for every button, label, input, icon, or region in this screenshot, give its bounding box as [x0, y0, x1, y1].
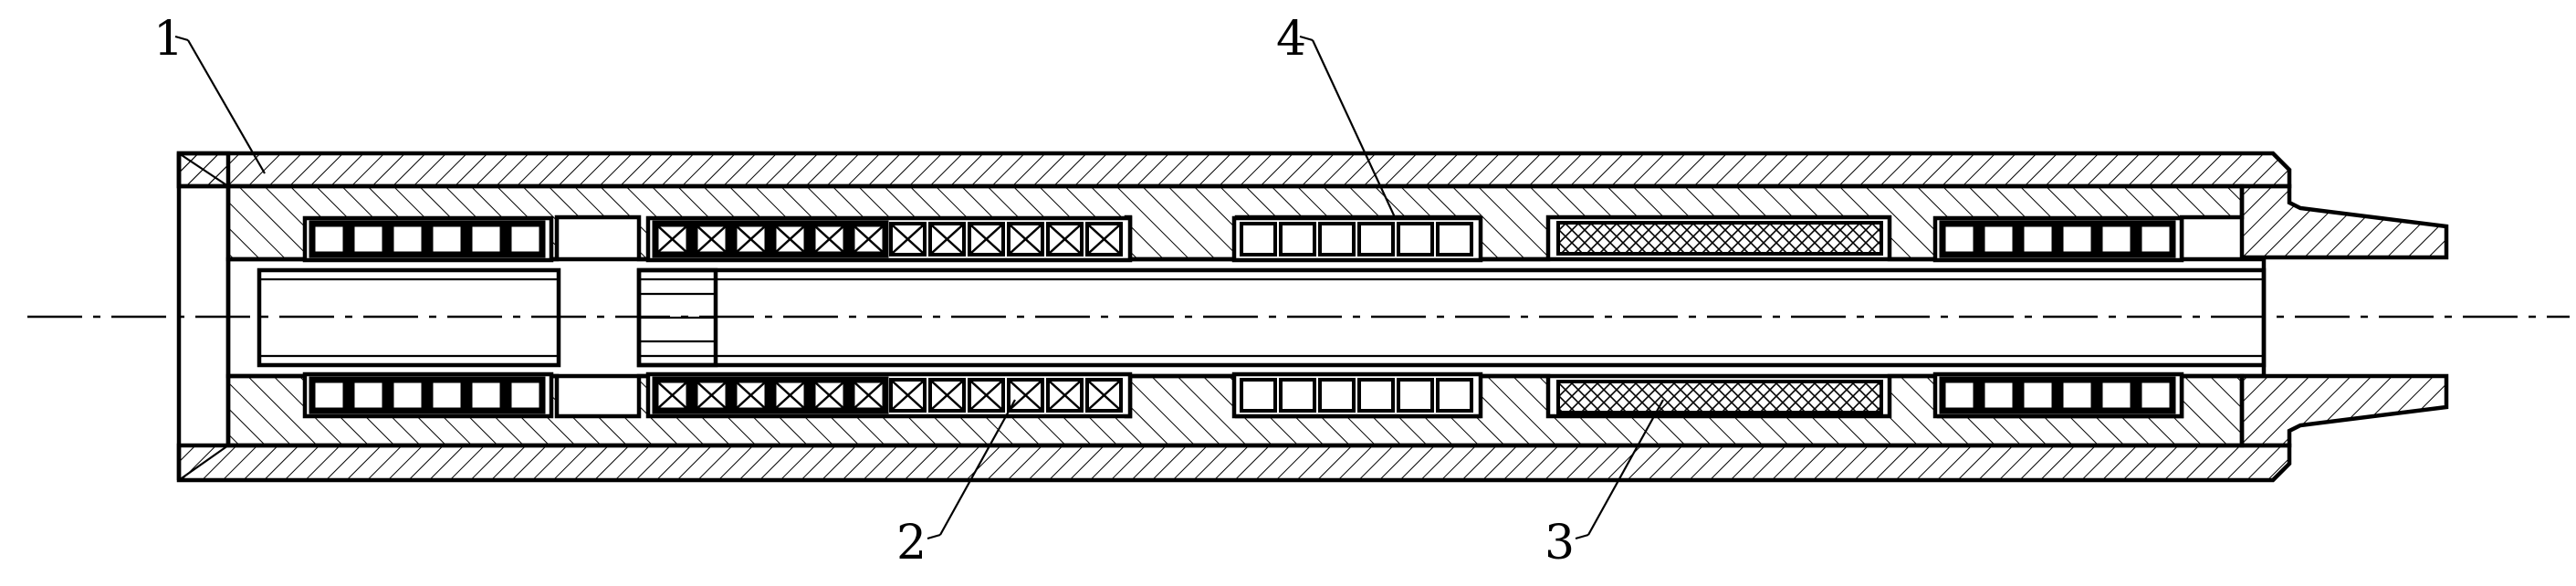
- label-part-3: 3: [1545, 516, 1575, 570]
- leader-1: [187, 39, 266, 174]
- coil-part4-top-cell: [1279, 222, 1316, 256]
- coil-part4-bottom-cell: [1397, 378, 1434, 413]
- mesh-block-top: [1556, 221, 1883, 256]
- coil-part2-cross-mark: [696, 225, 728, 254]
- coil-part2-cross-mark: [1049, 381, 1081, 410]
- coil-part2-cross-mark: [892, 225, 924, 254]
- housing-right-nose: [2239, 183, 2449, 260]
- coil-right-bottom-cell: [1939, 376, 1980, 414]
- coil-left-bottom-cell: [426, 376, 467, 414]
- coil-part2-cross-mark: [1049, 225, 1081, 254]
- coil-right-bottom-cell: [1978, 376, 2019, 414]
- leader-4: [1312, 39, 1396, 218]
- coil-right-bottom-cell: [2057, 376, 2098, 414]
- label-part-2: 2: [896, 516, 927, 570]
- left-mouth-cone-top: [178, 152, 229, 187]
- coil-part4-bottom-cell: [1279, 378, 1316, 413]
- coil-part2-cross-mark: [696, 381, 728, 410]
- coil-part2-cross-mark: [1010, 225, 1042, 254]
- coil-left-bottom-cell: [387, 376, 428, 414]
- coil-part2-cross-mark: [656, 381, 688, 410]
- coil-left-top-cell: [426, 220, 467, 258]
- coil-part4-top-cell: [1397, 222, 1434, 256]
- coil-part2-cross-mark: [931, 225, 963, 254]
- coil-left-top-cell: [387, 220, 428, 258]
- callouts: 1 4 2 3: [153, 12, 1664, 570]
- coil-part2-cross-mark: [1088, 381, 1120, 410]
- coil-right-bottom-cell: [2017, 376, 2058, 414]
- coil-part4-top-cell: [1240, 222, 1277, 256]
- label-part-1: 1: [153, 12, 183, 67]
- mesh-block-bottom: [1556, 380, 1883, 414]
- coil-part4-bottom-cell: [1436, 378, 1473, 413]
- coil-part4-bottom-cell: [1357, 378, 1395, 413]
- coil-right-top-cell: [1939, 220, 1980, 258]
- coil-right-top-cell: [1978, 220, 2019, 258]
- coil-right-bottom-cell: [2135, 376, 2176, 414]
- coil-part2-cross-mark: [1088, 225, 1120, 254]
- coil-left-bottom-cell: [505, 376, 546, 414]
- coil-part2-cross-mark: [892, 381, 924, 410]
- coil-right-top-cell: [2057, 220, 2098, 258]
- coil-groups: [302, 215, 2184, 419]
- coil-part4-bottom-cell: [1240, 378, 1277, 413]
- coil-part2-cross-mark: [970, 225, 1002, 254]
- coil-left-top-cell: [505, 220, 546, 258]
- coil-part2-cross-mark: [774, 225, 806, 254]
- coil-left-top-cell: [309, 220, 350, 258]
- coil-part2-cross-mark: [735, 381, 767, 410]
- housing-right-nose-bottom: [2239, 373, 2449, 448]
- coil-left-bottom-cell: [348, 376, 389, 414]
- coil-part2-cross-mark: [1010, 381, 1042, 410]
- coil-part2-cross-mark: [853, 381, 885, 410]
- coil-part4-top-cell: [1318, 222, 1356, 256]
- coil-part2-cross-mark: [656, 225, 688, 254]
- left-mouth-cone-bottom: [178, 445, 229, 481]
- coil-right-top-cell: [2017, 220, 2058, 258]
- coil-part4-bottom-cell: [1318, 378, 1356, 413]
- leader-3: [1587, 399, 1664, 536]
- coil-part4-top-cell: [1436, 222, 1473, 256]
- coil-left-top-cell: [348, 220, 389, 258]
- housing-top-shell: [176, 151, 2292, 189]
- coil-part2-cross-mark: [774, 381, 806, 410]
- leader-2: [939, 399, 1016, 536]
- coil-right-top-cell: [2096, 220, 2137, 258]
- coil-part2-cross-mark: [853, 225, 885, 254]
- housing-bottom-shell: [176, 443, 2292, 483]
- coil-right-bottom-cell: [2096, 376, 2137, 414]
- coil-part2-cross-mark: [735, 225, 767, 254]
- coil-part2-cross-mark: [813, 225, 845, 254]
- coil-part2-cross-mark: [970, 381, 1002, 410]
- coil-part4-top-cell: [1357, 222, 1395, 256]
- coil-left-bottom-cell: [309, 376, 350, 414]
- coil-part2-cross-mark: [813, 381, 845, 410]
- label-part-4: 4: [1276, 12, 1306, 67]
- coil-part2-cross-mark: [931, 381, 963, 410]
- coil-left-bottom-cell: [466, 376, 507, 414]
- coil-left-top-cell: [466, 220, 507, 258]
- coil-right-top-cell: [2135, 220, 2176, 258]
